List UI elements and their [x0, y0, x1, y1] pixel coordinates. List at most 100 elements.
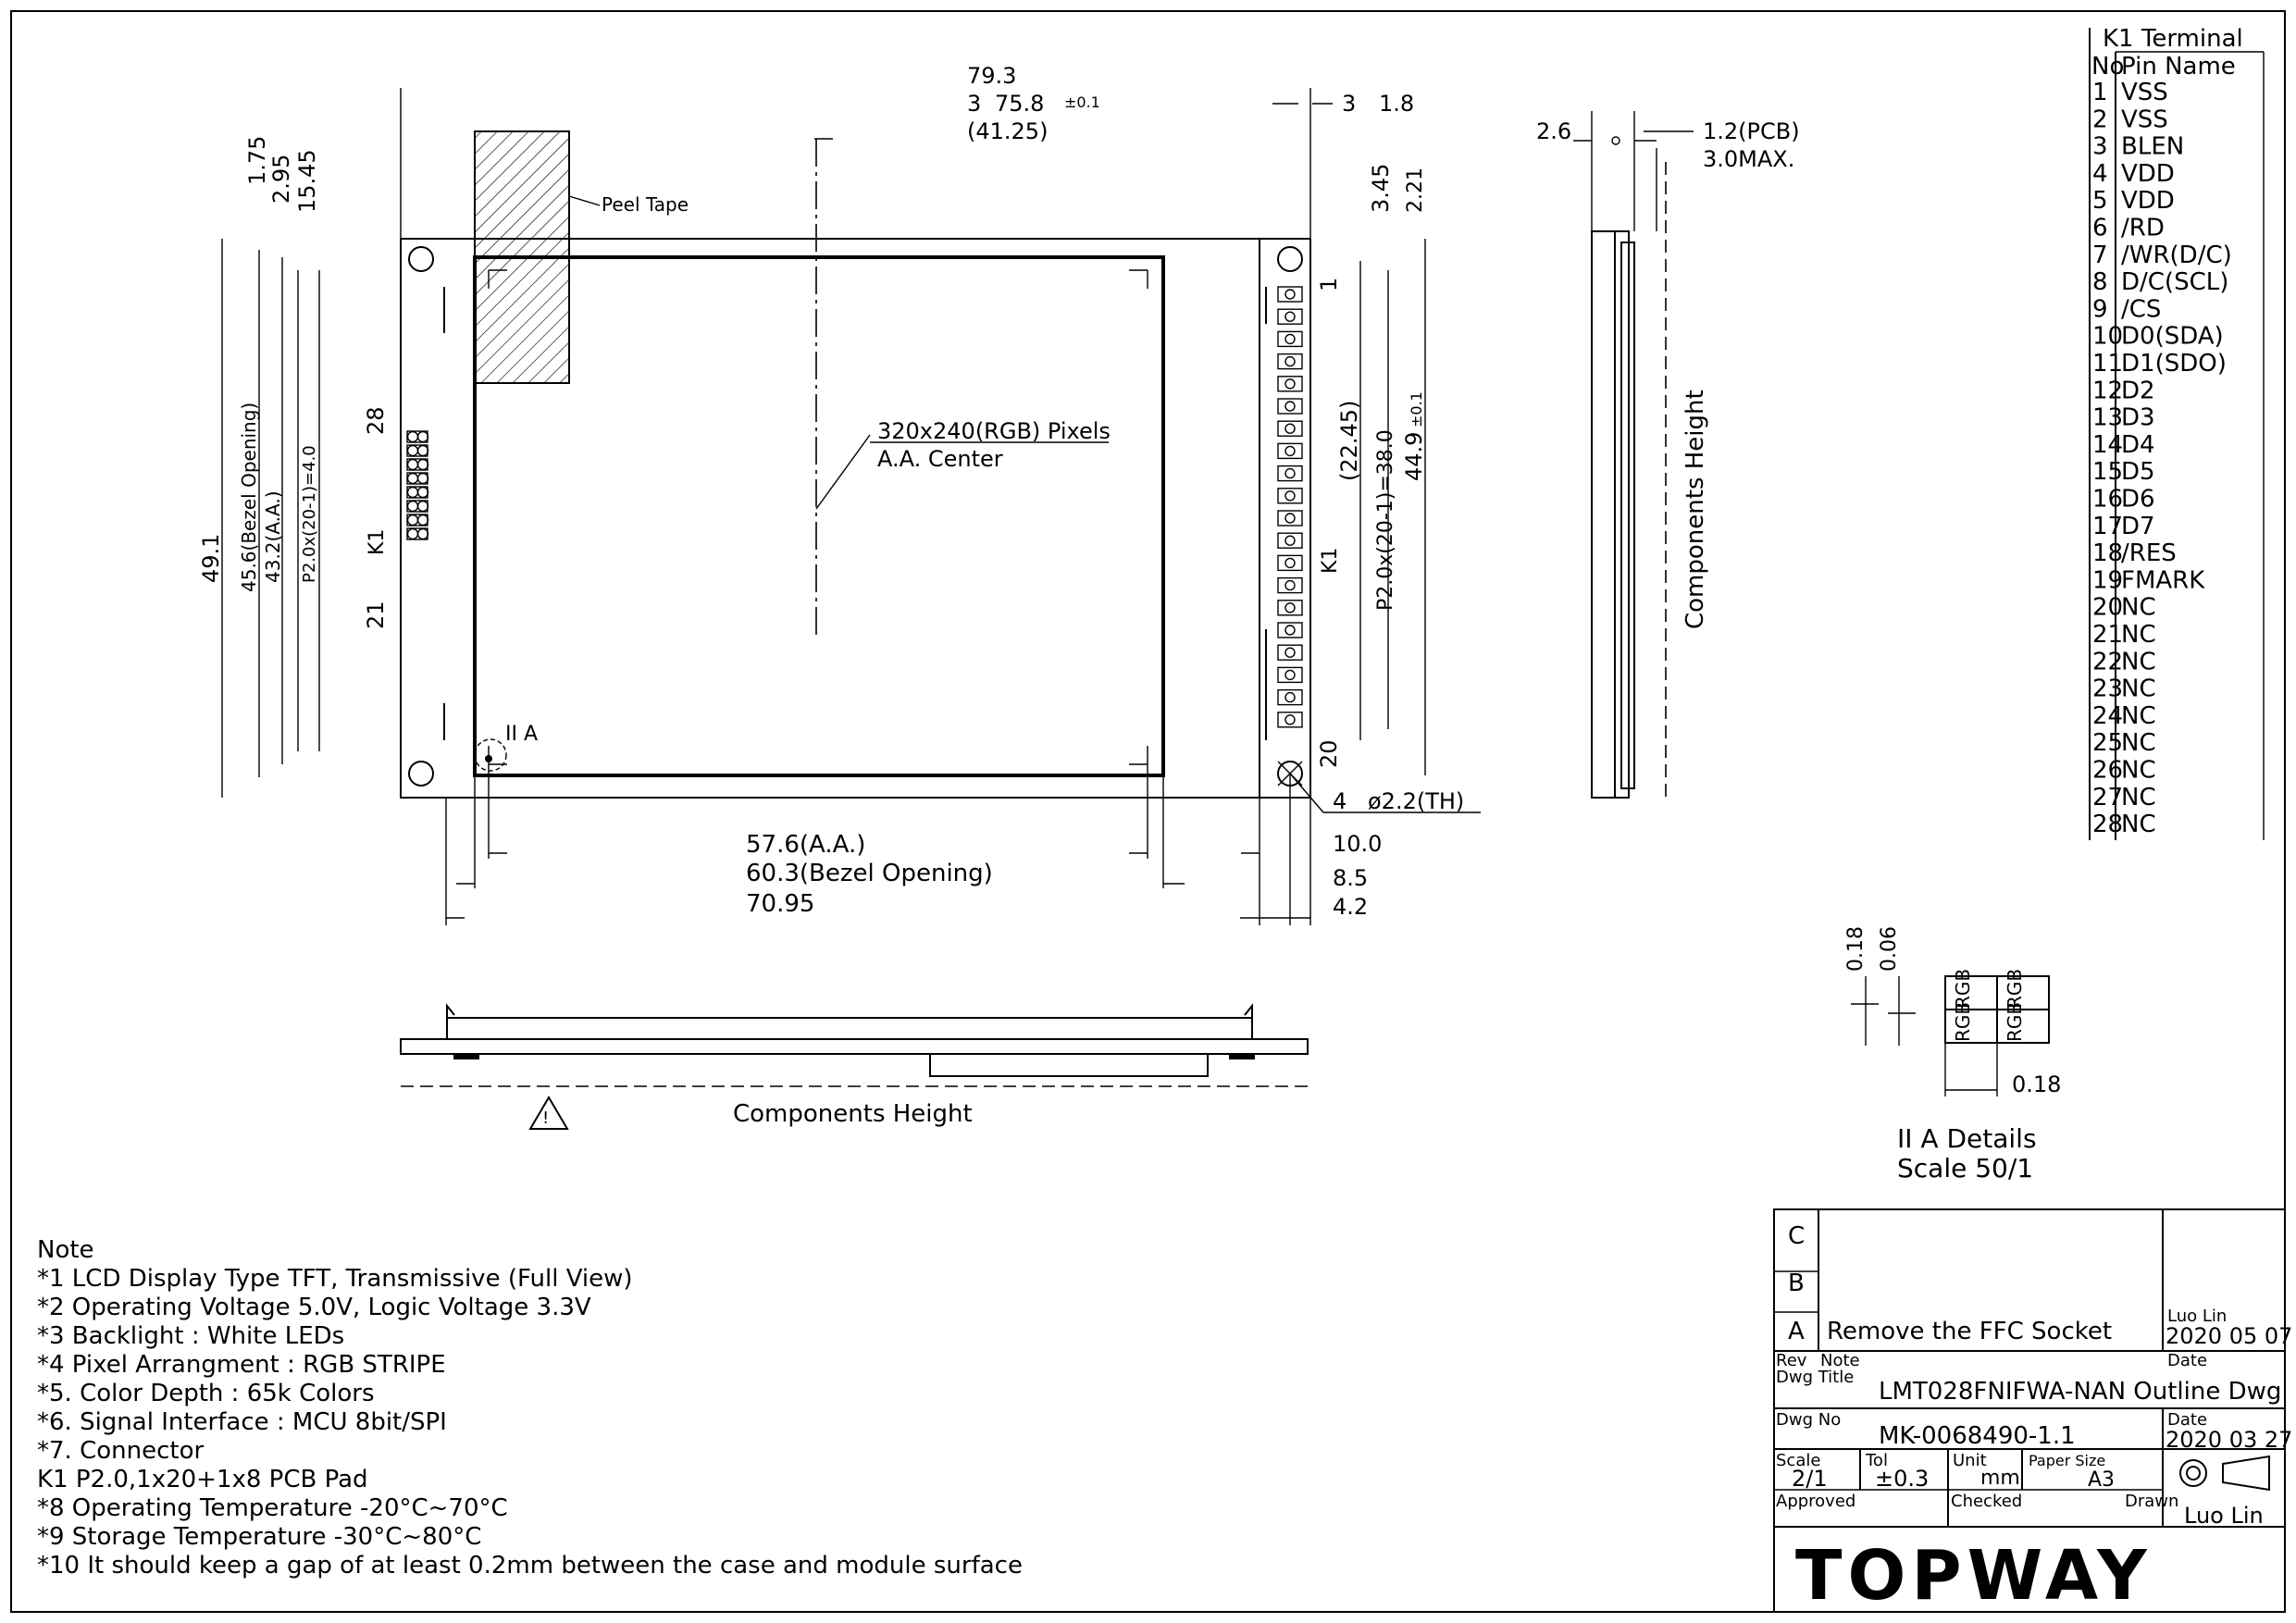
- k1-right-pads: [1277, 286, 1303, 728]
- k1-right-pad-hole: [1285, 691, 1296, 703]
- pin-number: 10: [2092, 323, 2123, 351]
- k1-right-pad-hole: [1285, 289, 1296, 300]
- warning-mark: !: [542, 1109, 549, 1128]
- dim-49-1: 49.1: [198, 534, 224, 583]
- bezel-opening: [473, 255, 1165, 777]
- pin-number: 2: [2092, 105, 2108, 133]
- label-dwg-title: Dwg Title: [1776, 1368, 1854, 1387]
- dim-41-25: (41.25): [967, 118, 1048, 144]
- pin-name: VDD: [2121, 187, 2175, 215]
- k1-right-pad-hole: [1285, 602, 1296, 613]
- pin-name: VDD: [2121, 160, 2175, 188]
- pin-number: 1: [2092, 79, 2108, 106]
- rev-a-date: 2020 05 07: [2166, 1323, 2292, 1349]
- pin-name: /WR(D/C): [2121, 242, 2232, 269]
- k1-left-pad-outline: [406, 514, 428, 527]
- pin-name: FMARK: [2121, 566, 2205, 594]
- dim-79-3: 79.3: [967, 63, 1016, 89]
- note-line: *1 LCD Display Type TFT, Transmissive (F…: [37, 1265, 633, 1293]
- drawn-value: Luo Lin: [2184, 1503, 2264, 1529]
- dim-22-45: (22.45): [1336, 401, 1362, 481]
- pin-number: 27: [2092, 784, 2123, 812]
- title-block: C B A Remove the FFC Socket Luo Lin 2020…: [1773, 1208, 2292, 1616]
- k1-right-pad: [1277, 688, 1303, 706]
- pin-number: 22: [2092, 648, 2123, 675]
- rev-a-by: Luo Lin: [2167, 1307, 2227, 1326]
- sheet-border: [10, 10, 2286, 1613]
- k1-left-pad-outline: [406, 527, 428, 540]
- k1-right-pad-hole: [1285, 535, 1296, 546]
- rgb-cell-2: RGB: [2004, 969, 2026, 1009]
- dim-44-9: 44.9: [1401, 432, 1427, 481]
- comp-height-side: Components Height: [1682, 390, 1709, 629]
- pixel-detail: 0.18 0.06 RGB RGB RGB RGB 0.18 II A Deta…: [1844, 926, 2061, 1183]
- k1-right-pad: [1277, 510, 1303, 527]
- k1-left-pad: [416, 514, 429, 527]
- k1-right-pad-hole: [1285, 557, 1296, 569]
- note-line: *6. Signal Interface : MCU 8bit/SPI: [37, 1408, 447, 1436]
- pin-name: NC: [2121, 757, 2156, 785]
- k1-left-pad: [416, 500, 429, 513]
- k1-left-pad-outline: [406, 458, 428, 471]
- dim-3: 3: [967, 91, 981, 117]
- pin-name: NC: [2121, 675, 2156, 703]
- k1-right-pad: [1277, 376, 1303, 392]
- pin-table-col-no: No: [2091, 53, 2124, 81]
- detail-marker-label: II A: [505, 723, 538, 746]
- dim-44-9-tol: ±0.1: [1408, 391, 1425, 427]
- dwg-title: LMT028FNIFWA-NAN Outline Dwg: [1879, 1378, 2281, 1406]
- k1-right-pad-hole: [1285, 579, 1296, 591]
- pin-number: 8: [2092, 268, 2108, 296]
- label-dwg-no: Dwg No: [1776, 1410, 1841, 1430]
- pin20-label: 20: [1316, 739, 1342, 768]
- k1-right-pad: [1277, 442, 1303, 460]
- k1-right-pad: [1277, 666, 1303, 684]
- k1-right-pad: [1277, 576, 1303, 594]
- right-side-view: 2.6 1.2(PCB) 3.0MAX. Components Height: [1536, 111, 1800, 799]
- rgb-cell-4: RGB: [2004, 1002, 2026, 1042]
- rev-a-note: Remove the FFC Socket: [1827, 1318, 2112, 1345]
- k1-right-pad-hole: [1285, 333, 1296, 345]
- pin-number: 7: [2092, 242, 2108, 269]
- k1-right-pad: [1277, 554, 1303, 572]
- k1-right-pad: [1277, 420, 1303, 437]
- dim-2-6: 2.6: [1536, 118, 1571, 144]
- date-2: 2020 03 27: [2166, 1427, 2292, 1453]
- k1-right-pad-hole: [1285, 647, 1296, 658]
- dim-60-3: 60.3(Bezel Opening): [746, 860, 993, 887]
- k1-right-pad: [1277, 465, 1303, 482]
- k1-right-pad-hole: [1285, 467, 1296, 479]
- pin1-label: 1: [1316, 278, 1342, 291]
- pin-number: 6: [2092, 215, 2108, 242]
- k1-left-pad: [406, 514, 419, 527]
- detail-title: II A Details: [1897, 1123, 2037, 1154]
- dim-8-5: 8.5: [1333, 865, 1368, 891]
- k1-right-pad: [1277, 488, 1303, 504]
- pin-name: D0(SDA): [2121, 323, 2224, 351]
- k1-left-pad: [416, 486, 429, 499]
- mount-hole-tr: [1277, 246, 1303, 272]
- pin-number: 15: [2092, 458, 2123, 486]
- k1-left-pad: [416, 472, 429, 485]
- pin-name: NC: [2121, 729, 2156, 757]
- holes-spec: ø2.2(TH): [1368, 788, 1464, 814]
- k1-left-pad: [416, 458, 429, 471]
- dim-p20-right: P2.0x(20-1)=38.0: [1374, 429, 1397, 611]
- k1-left-pad-outline: [406, 486, 428, 499]
- pin-name: NC: [2121, 621, 2156, 649]
- pin-number: 21: [2092, 621, 2123, 649]
- k1-left-pad: [406, 472, 419, 485]
- k1-right-pad-hole: [1285, 378, 1296, 390]
- k1-left-pad: [406, 486, 419, 499]
- k1-right-pad: [1277, 644, 1303, 661]
- bottom-side-view: ! Components Height: [400, 1003, 1309, 1130]
- k1-left-pad-outline: [406, 430, 428, 443]
- front-view: Peel Tape 320x240(RGB) Pixels A.A. Cente…: [198, 63, 1481, 925]
- k1-right-pad: [1277, 308, 1303, 325]
- k1-left-pad-outline: [406, 472, 428, 485]
- dim-1-75: 1.75: [244, 136, 270, 185]
- k1-left-label: K1: [366, 529, 389, 555]
- k1-left-pads: [406, 430, 429, 540]
- pin-number: 11: [2092, 350, 2123, 378]
